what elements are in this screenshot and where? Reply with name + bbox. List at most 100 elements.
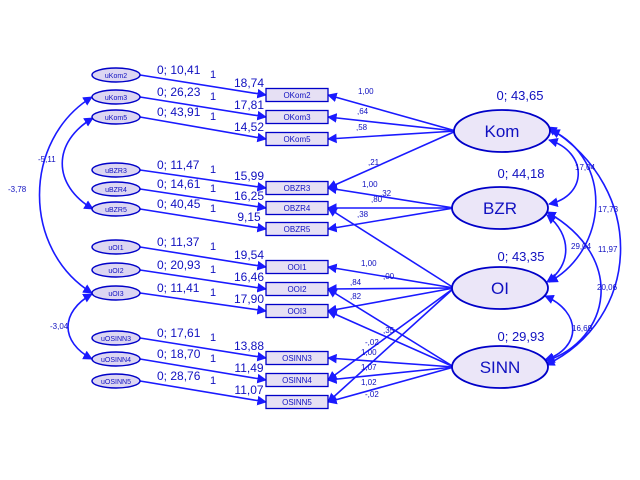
edges-layer <box>38 74 622 406</box>
error-label-uoi2: uOI2 <box>108 268 123 275</box>
error-stat-uoi3: 0; 11,41 <box>157 281 200 295</box>
error-stat-ubzr5: 0; 40,45 <box>157 197 201 211</box>
indicator-box-ooi2 <box>265 281 329 297</box>
loading-oi-ooi1 <box>327 263 455 289</box>
indicator-label-okom3: OKom3 <box>283 113 311 122</box>
loading-oi-obzr4 <box>327 207 455 289</box>
latent-node-kom <box>453 109 551 153</box>
error-path-weight-ubzr4: 1 <box>210 183 216 195</box>
latent-node-oi <box>451 266 549 310</box>
loading-label-bzr-obzr5: ,38 <box>357 210 369 219</box>
indicator-box-obzr4 <box>265 200 329 216</box>
error-node-ukom3 <box>91 89 141 105</box>
loading-label-sinn-ooi3: ,35 <box>383 326 395 335</box>
loading-label-bzr-obzr3: 1,00 <box>362 180 378 189</box>
loading-label-oi-ooi3: ,82 <box>350 292 362 301</box>
error-stat-ukom3: 0; 26,23 <box>157 85 201 99</box>
nodes-layer <box>91 67 551 410</box>
error-path-weight-uosinn4: 1 <box>210 353 216 365</box>
error-label-uosinn5: uOSINN5 <box>101 379 131 386</box>
error-path-weight-uosinn3: 1 <box>210 332 216 344</box>
loading-kom-obzr3 <box>327 130 457 189</box>
loading-bzr-obzr3 <box>327 184 455 209</box>
latent-covariance-label-kom-bzr: 17,04 <box>575 163 596 172</box>
latent-covariance-label-oi-sinn: 16,69 <box>572 324 593 333</box>
loading-label-oi-obzr4: ,80 <box>371 195 383 204</box>
error-covariance-ukom5-ubzr5 <box>61 117 94 210</box>
error-path-ubzr5 <box>139 208 267 233</box>
loading-oi-osinn5 <box>327 287 455 403</box>
error-path-uoi3 <box>139 292 267 315</box>
indicator-intercept-obzr3: 15,99 <box>234 169 264 183</box>
loading-label-oi-osinn5: -,02 <box>365 390 379 399</box>
error-stat-ubzr4: 0; 14,61 <box>157 177 201 191</box>
indicator-label-ooi2: OOI2 <box>287 285 307 294</box>
loading-label-sinn-osinn5: 1,02 <box>361 378 377 387</box>
indicator-box-ooi3 <box>265 303 329 319</box>
latent-node-sinn <box>451 345 549 389</box>
loading-label-kom-obzr3: ,21 <box>368 158 380 167</box>
error-path-weight-uoi1: 1 <box>210 241 216 253</box>
indicator-intercept-osinn4: 11,49 <box>234 361 263 375</box>
loading-kom-okom2 <box>327 92 457 132</box>
latent-covariance-label-kom-sinn: 11,97 <box>598 245 618 254</box>
error-stat-ukom5: 0; 43,91 <box>157 105 201 119</box>
indicator-intercept-ooi1: 19,54 <box>234 248 264 262</box>
loading-label-kom-okom3: ,64 <box>357 107 369 116</box>
latent-label-oi: OI <box>491 279 509 298</box>
indicator-label-okom5: OKom5 <box>283 135 311 144</box>
error-node-ubzr5 <box>91 201 141 217</box>
indicator-box-osinn5 <box>265 394 329 410</box>
error-stat-ukom2: 0; 10,41 <box>157 63 201 77</box>
indicator-label-osinn5: OSINN5 <box>282 398 312 407</box>
latent-covariance-bzr-sinn <box>545 211 602 363</box>
error-node-ukom2 <box>91 67 141 83</box>
indicator-box-okom2 <box>265 87 329 103</box>
indicator-intercept-osinn5: 11,07 <box>234 383 263 397</box>
error-node-uoi1 <box>91 239 141 255</box>
error-path-ubzr4 <box>139 188 267 212</box>
loading-label-kom-okom2: 1,00 <box>358 87 374 96</box>
loading-label-oi-ooi1: 1,00 <box>361 259 377 268</box>
error-label-uoi3: uOI3 <box>108 291 123 298</box>
loading-sinn-osinn3 <box>327 353 455 368</box>
latent-label-kom: Kom <box>485 122 520 141</box>
error-label-uosinn4: uOSINN4 <box>101 357 131 364</box>
loading-label-sinn-ooi2: ,00 <box>383 272 395 281</box>
error-path-weight-ukom3: 1 <box>210 91 216 103</box>
loading-label-sinn-osinn3: 1,00 <box>361 348 377 357</box>
error-path-weight-ubzr3: 1 <box>210 164 216 176</box>
latent-label-sinn: SINN <box>480 358 521 377</box>
indicator-label-obzr5: OBZR5 <box>284 225 311 234</box>
loading-label-oi-ooi2: ,84 <box>350 278 362 287</box>
indicator-label-ooi3: OOI3 <box>287 307 307 316</box>
error-label-ubzr5: uBZR5 <box>105 207 127 214</box>
error-label-ukom2: uKom2 <box>105 73 127 80</box>
error-path-ukom3 <box>139 96 267 121</box>
error-covariance-uoi3-uosinn4 <box>67 293 93 360</box>
latent-stat-kom: 0; 43,65 <box>497 88 544 103</box>
error-node-uoi2 <box>91 262 141 278</box>
loading-label-oi-osinn4: -,02 <box>365 338 379 347</box>
indicator-box-okom5 <box>265 131 329 147</box>
loading-kom-okom3 <box>327 113 457 132</box>
error-stat-uosinn4: 0; 18,70 <box>157 347 201 361</box>
indicator-box-ooi1 <box>265 259 329 275</box>
error-label-uosinn3: uOSINN3 <box>101 336 131 343</box>
error-covariance-ukom3-uoi3 <box>38 96 93 294</box>
error-node-uoi3 <box>91 285 141 301</box>
error-label-ubzr3: uBZR3 <box>105 168 127 175</box>
indicator-intercept-obzr4: 16,25 <box>234 189 264 203</box>
indicator-box-osinn3 <box>265 350 329 366</box>
indicator-intercept-ooi3: 17,90 <box>234 292 264 306</box>
indicator-intercept-okom2: 18,74 <box>234 76 264 90</box>
error-node-ukom5 <box>91 109 141 125</box>
error-path-uosinn5 <box>139 380 267 406</box>
error-label-uoi1: uOI1 <box>108 245 123 252</box>
latent-covariance-kom-oi <box>548 129 597 283</box>
loading-sinn-ooi2 <box>327 288 455 368</box>
loading-oi-ooi3 <box>327 287 455 315</box>
indicator-label-okom2: OKom2 <box>283 91 311 100</box>
error-label-ukom5: uKom5 <box>105 115 127 122</box>
error-covariance-label-uoi3-uosinn4: -3,04 <box>50 322 69 331</box>
